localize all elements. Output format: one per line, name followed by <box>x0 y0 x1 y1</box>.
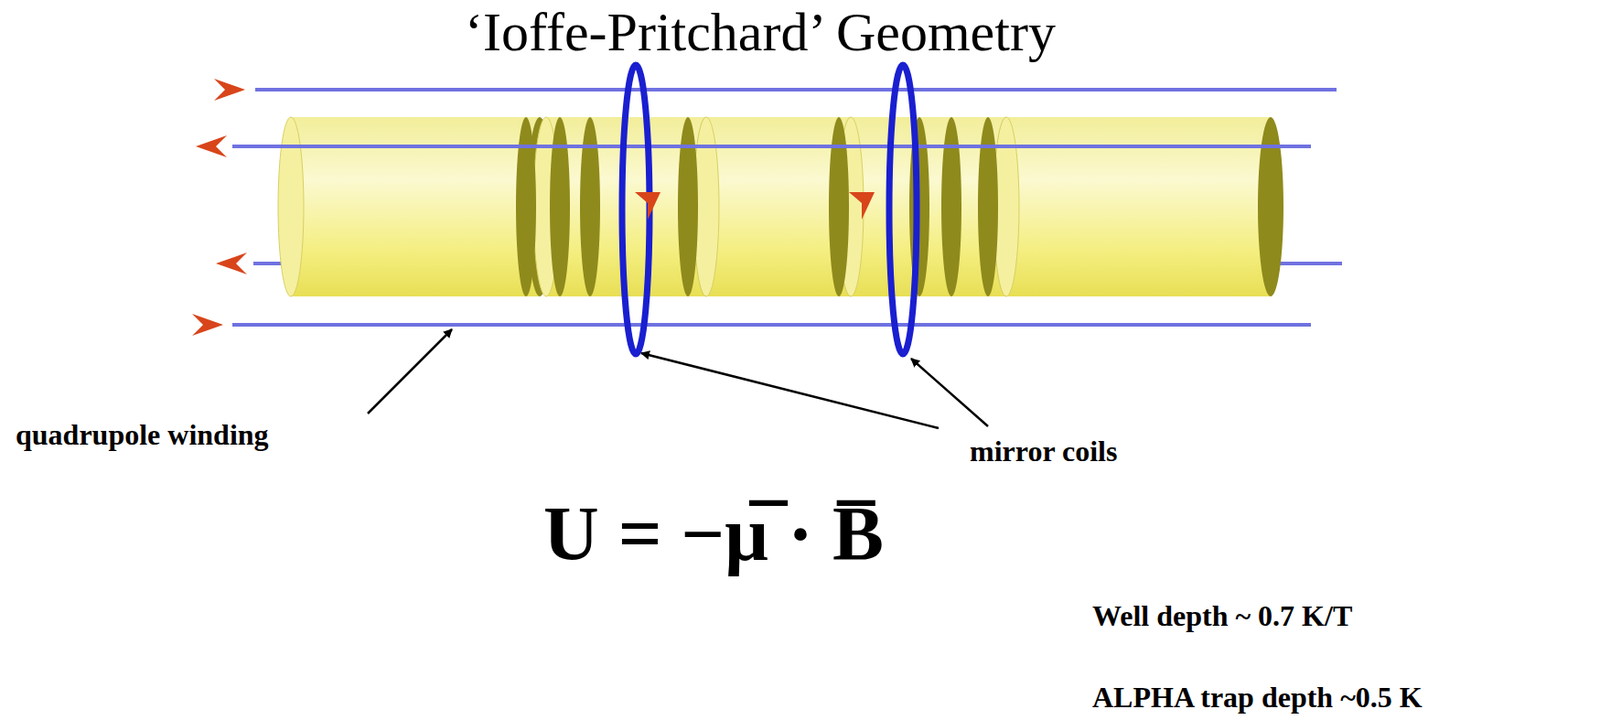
cylinder-end <box>278 117 304 297</box>
electrode-ring <box>977 117 999 297</box>
mirror-coil <box>622 64 917 355</box>
title: ‘Ioffe-Pritchard’ Geometry <box>464 1 1056 63</box>
electrode-ring <box>828 117 849 297</box>
cylinder-body <box>1006 117 1271 297</box>
quadrupole-winding <box>232 146 1311 325</box>
electrode-ring <box>549 117 570 297</box>
electrode-ring <box>677 117 698 297</box>
cylinder-body <box>290 117 540 297</box>
electrode-ring <box>941 117 962 297</box>
cylinder-body <box>706 117 851 297</box>
cylinder-end <box>1257 117 1284 297</box>
leader-line <box>367 329 988 429</box>
electrode-ring <box>515 117 537 297</box>
electrode-stack <box>278 117 1284 297</box>
note: ALPHA trap depth ~0.5 K <box>1092 681 1423 714</box>
cylinder-body <box>850 117 1007 297</box>
electrode-ring <box>579 117 601 297</box>
equation: U = −μ̅ · B̅ <box>543 492 884 577</box>
part-label: mirror coils <box>969 435 1117 468</box>
current-arrow <box>634 192 875 220</box>
part-label: quadrupole winding <box>15 418 269 452</box>
note: Well depth ~ 0.7 K/T <box>1092 600 1353 633</box>
current-arrow <box>192 78 247 336</box>
